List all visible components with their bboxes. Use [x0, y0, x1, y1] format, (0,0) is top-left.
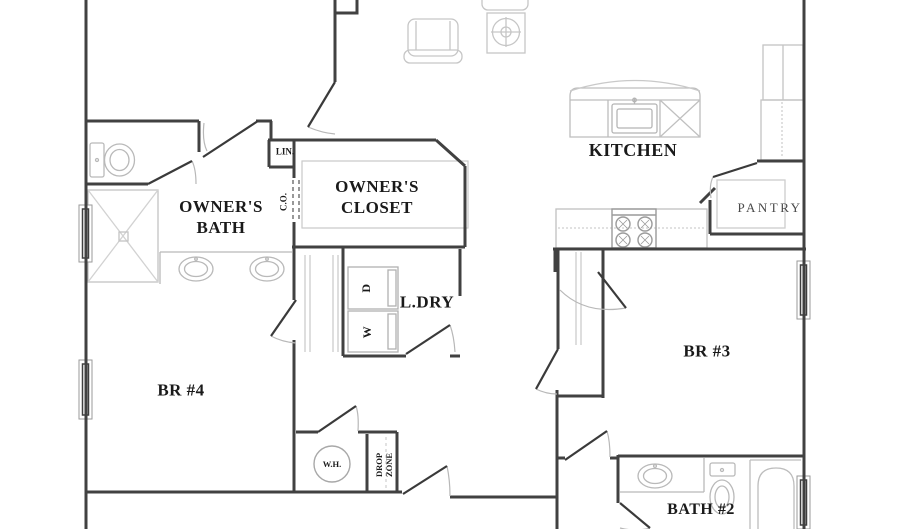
furniture [403, 0, 529, 64]
laundry-appliances [347, 266, 399, 353]
interior-walls-center [292, 247, 806, 492]
windows [78, 204, 811, 529]
toilet-icon [89, 142, 136, 178]
range-icon [611, 208, 657, 249]
door-leaves [147, 81, 758, 529]
owners-bath-fixtures [87, 142, 292, 284]
interior-walls-bottom [86, 390, 804, 529]
armchair-icon [403, 18, 463, 64]
island-sink-icon [611, 97, 658, 134]
label-cased-opening: C.O. [278, 193, 289, 211]
owners-closet-shelf [301, 160, 469, 229]
room-label-pantry: PANTRY [737, 200, 803, 215]
door-water-closet [147, 160, 193, 185]
door-arcs [191, 122, 714, 529]
bath2-fixtures [620, 458, 801, 529]
room-label-kitchen: KITCHEN [588, 140, 678, 160]
label-washer: W [360, 325, 374, 339]
interior-walls-pantry [698, 159, 804, 236]
interior-walls-top [86, 0, 359, 186]
bath2-toilet-icon [709, 462, 736, 515]
door-laundry [405, 324, 451, 355]
refrigerator-icon [762, 44, 804, 101]
room-label-owners-bath: OWNER'S BATH [179, 197, 263, 237]
bath2-vanity-icon [620, 458, 705, 493]
door-owners-bedroom [307, 81, 336, 128]
door-br4 [270, 299, 297, 337]
side-table-icon [486, 12, 526, 54]
hall-closet-shelves [304, 255, 339, 352]
room-label-owners-closet: OWNER'S CLOSET [335, 177, 419, 217]
door-hall [402, 465, 448, 495]
label-linen-closet: LIN. [275, 146, 295, 157]
door-br3-closet [535, 348, 559, 390]
door-owners-bath [202, 120, 259, 158]
double-vanity-icon [159, 251, 292, 284]
bathtub-icon [749, 459, 801, 529]
walls [84, 0, 806, 529]
door-pantry [712, 161, 758, 179]
br3-closet-shelves [575, 252, 582, 345]
interior-walls-br3-closet [556, 249, 605, 398]
pantry-shelves [716, 179, 786, 229]
exterior-walls [84, 0, 806, 529]
shower-icon [87, 189, 159, 283]
door-water-heater [317, 405, 357, 433]
water-heater-icon [313, 445, 351, 483]
closet-shelving [301, 160, 582, 352]
room-label-br3: BR #3 [683, 341, 731, 361]
door-br3 [597, 271, 627, 309]
door-vestibule [564, 430, 608, 461]
kitchen-island [569, 79, 701, 138]
label-drop-zone: DROP ZONE [374, 452, 394, 478]
room-label-bath2: BATH #2 [667, 501, 735, 518]
room-label-br4: BR #4 [157, 380, 205, 400]
partial-chair-icon [481, 0, 529, 11]
washer-icon [347, 310, 399, 353]
cased-opening-dashes [292, 180, 300, 222]
dishwasher-icon [659, 99, 701, 138]
room-label-laundry: L.DRY [399, 292, 455, 312]
label-water-heater: W.H. [322, 459, 342, 469]
label-dryer: D [359, 283, 373, 293]
door-bath2 [619, 502, 651, 529]
tall-cabinet [760, 99, 805, 161]
interior-walls-owners-closet [267, 138, 467, 249]
dryer-icon [347, 266, 399, 310]
